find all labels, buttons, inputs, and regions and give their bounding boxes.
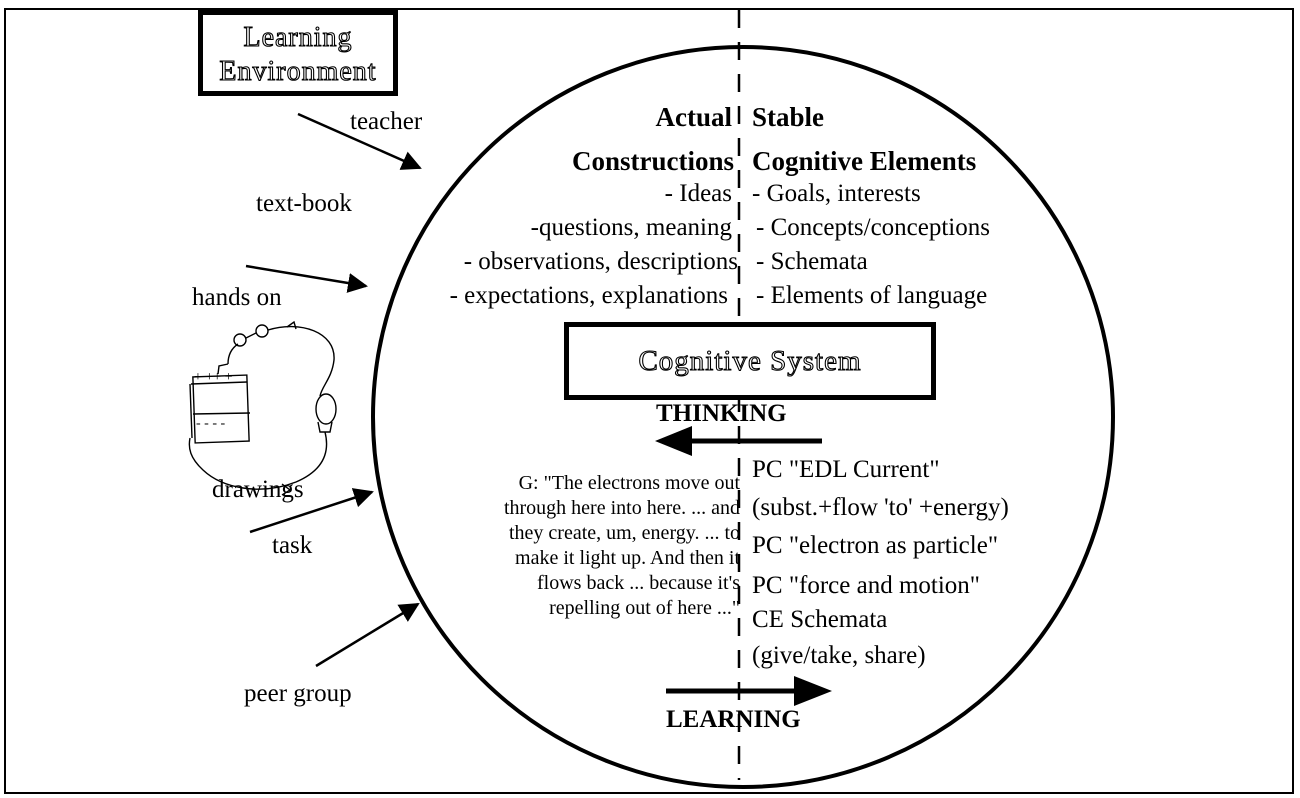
pc-item: PC "force and motion" <box>752 572 981 599</box>
learning-environment-line1: Learning <box>243 21 353 53</box>
label-drawings: drawings <box>212 476 304 503</box>
battery-plus-marks: + ++ + <box>194 370 233 385</box>
constructions-heading: Constructions <box>571 146 734 176</box>
pc-item: CE Schemata <box>752 606 888 633</box>
quote-line: G: "The electrons move out <box>518 472 740 494</box>
stable-item: - Schemata <box>756 248 868 275</box>
quote-line: flows back ... because it's <box>537 572 740 594</box>
pc-item: (subst.+flow 'to' +energy) <box>752 494 1009 521</box>
arrow-drawings-task <box>249 488 374 534</box>
label-peer-group: peer group <box>244 680 352 707</box>
label-teacher: teacher <box>350 108 423 135</box>
circuit-sketch <box>188 320 337 496</box>
stable-item: - Elements of language <box>756 282 988 309</box>
cognitive-system-box: Cognitive System <box>564 322 936 400</box>
label-task: task <box>272 532 313 559</box>
label-hands-on: hands on <box>192 284 282 311</box>
label-text-book: text-book <box>256 190 352 217</box>
arrow-teacher <box>297 112 422 170</box>
arrow-peer-group <box>315 602 420 668</box>
quote-line: repelling out of here ..." <box>549 597 740 619</box>
battery-minus-marks: - - - - <box>196 416 226 431</box>
arrow-hands-on <box>245 264 368 293</box>
actual-heading: Actual <box>655 102 733 132</box>
learning-environment-line2: Environment <box>219 55 377 87</box>
stable-heading: Stable <box>752 102 825 132</box>
pc-item: PC "EDL Current" <box>752 456 940 483</box>
pc-item: (give/take, share) <box>752 642 926 669</box>
thinking-arrow <box>655 426 822 456</box>
student-quote: G: "The electrons move out through here … <box>504 471 740 621</box>
thinking-label: THINKING <box>656 400 787 427</box>
actual-item: - observations, descriptions <box>463 248 738 275</box>
learning-label: LEARNING <box>666 706 801 733</box>
learning-arrow <box>666 676 832 706</box>
learning-environment-box: Learning Environment <box>198 10 398 96</box>
actual-item: - Ideas <box>664 180 732 207</box>
actual-item: - expectations, explanations <box>449 282 728 309</box>
cognitive-elements-heading: Cognitive Elements <box>752 146 977 176</box>
quote-line: they create, um, energy. ... to <box>508 522 740 544</box>
outer-frame <box>4 8 1294 794</box>
stable-item: - Concepts/conceptions <box>756 214 990 241</box>
cognitive-system-label: Cognitive System <box>638 344 862 377</box>
quote-line: through here into here. ... and <box>503 497 740 519</box>
quote-line: make it light up. And then it <box>515 547 740 569</box>
cognitive-circle <box>371 45 1115 789</box>
stable-item: - Goals, interests <box>752 180 921 207</box>
pc-item: PC "electron as particle" <box>752 532 999 559</box>
actual-item: -questions, meaning <box>530 214 732 241</box>
